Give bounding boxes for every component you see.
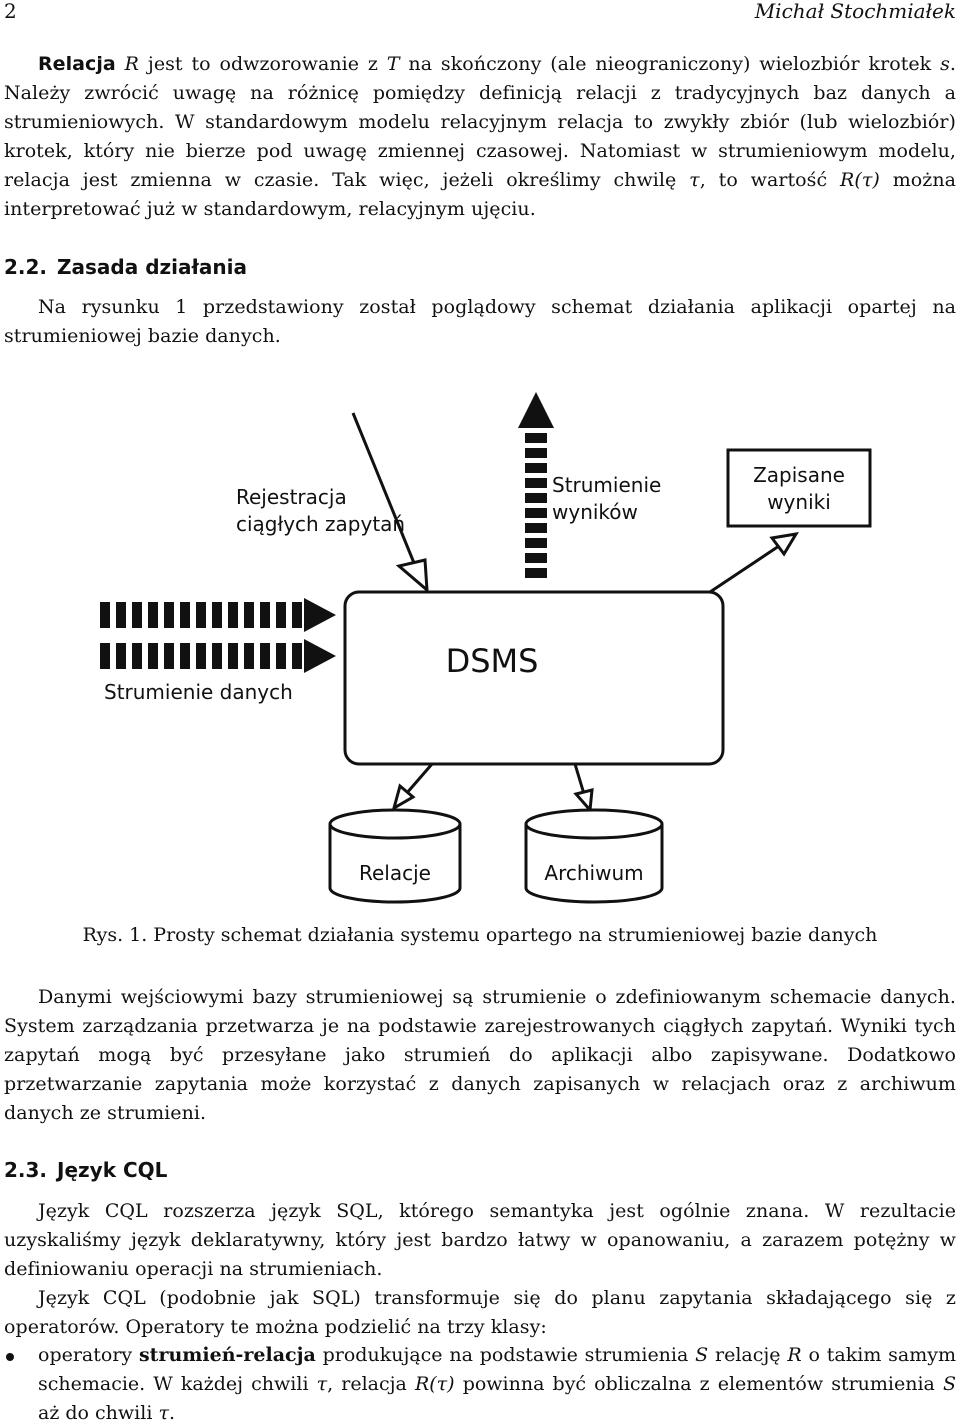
registration-label-line1: Rejestracja (236, 485, 347, 509)
paragraph-text: Język CQL rozszerza język SQL, którego s… (4, 1200, 956, 1280)
math-tau: τ (316, 1373, 328, 1395)
text-run: . Należy zwrócić uwagę na różnicę pomięd… (4, 53, 956, 191)
section-number: 2.2. (4, 255, 48, 279)
registration-label-line2: ciągłych zapytań (236, 512, 405, 536)
text-run: . (168, 1402, 175, 1424)
figure-caption: Rys. 1. Prosty schemat działania systemu… (82, 924, 878, 946)
term-relacja: Relacja (38, 53, 116, 75)
math-r-tau: R(τ) (840, 169, 880, 191)
page-header: 2 Michał Stochmiałek (4, 0, 956, 22)
math-t: T (386, 53, 400, 75)
running-author: Michał Stochmiałek (754, 0, 956, 23)
math-s: S (942, 1373, 956, 1395)
result-stream-label-line1: Strumienie (552, 473, 661, 497)
archive-db-label: Archiwum (544, 861, 643, 885)
dsms-label: DSMS (446, 642, 539, 680)
saved-results-line1: Zapisane (753, 463, 845, 487)
saved-results-box (726, 448, 872, 528)
registration-arrow-icon (395, 558, 429, 594)
paragraph-text: Danymi wejściowymi bazy strumieniowej są… (4, 986, 956, 1124)
data-streams-label: Strumienie danych (104, 680, 293, 704)
result-stream-arrow-icon (518, 392, 554, 578)
section-title: Zasada działania (57, 255, 248, 279)
list-item: operatory strumień-relacja produkujące n… (4, 1341, 956, 1428)
text-run: można interpretować już w standardowym, … (4, 169, 956, 220)
relations-db-icon (328, 808, 462, 904)
page-number: 2 (4, 0, 17, 23)
paragraph-figure-intro: Na rysunku 1 przedstawiony został pogląd… (4, 293, 956, 351)
paragraph-input-data: Danymi wejściowymi bazy strumieniowej są… (4, 983, 956, 1128)
math-tau: τ (158, 1402, 169, 1424)
text-run: powinna być obliczalna z elementów strum… (454, 1373, 943, 1395)
text-run: operatory (38, 1344, 139, 1366)
dsms-box (343, 590, 725, 766)
bullet-icon (6, 1353, 14, 1361)
dsms-diagram: DSMS Rejestracja ciągłych zapytań Strumi… (100, 392, 872, 904)
text-run: aż do chwili (38, 1402, 159, 1424)
text-run: na skończony (ale nieograniczony) wieloz… (399, 53, 941, 75)
math-r-tau: R(τ) (414, 1373, 455, 1395)
math-s: S (695, 1344, 709, 1366)
to-saved-results-arrow-icon (769, 531, 799, 557)
archive-db-icon (524, 808, 664, 904)
math-s: s (940, 53, 950, 75)
result-stream-label-line2: wyników (552, 500, 638, 524)
saved-results-line2: wyniki (767, 490, 831, 514)
to-relations-arrow-icon (391, 783, 416, 812)
paragraph-relation-definition: Relacja R jest to odwzorowanie z T na sk… (4, 50, 956, 224)
math-r: R (787, 1344, 802, 1366)
to-archive-arrow-icon (573, 788, 594, 814)
section-heading-2-3: 2.3. Język CQL (4, 1158, 167, 1182)
text-run: o takim samym schemacie. W każdej chwili (38, 1344, 957, 1395)
paragraph-text: Język CQL (podobnie jak SQL) transformuj… (4, 1287, 956, 1338)
relations-db-label: Relacje (359, 861, 431, 885)
data-stream-arrow-icon-1 (100, 598, 336, 632)
text-run: jest to odwzorowanie z (139, 53, 387, 75)
math-r: R (124, 53, 140, 75)
text-run: , to wartość (699, 169, 841, 191)
text-run: , relacja (327, 1373, 415, 1395)
section-heading-2-2: 2.2. Zasada działania (4, 255, 247, 279)
section-number: 2.3. (4, 1158, 48, 1182)
text-run: relację (708, 1344, 788, 1366)
data-stream-arrow-icon-2 (100, 639, 336, 673)
term-stream-relation: strumień-relacja (138, 1344, 316, 1366)
text-run: produkujące na podstawie strumienia (315, 1344, 696, 1366)
section-title: Język CQL (57, 1158, 168, 1182)
paragraph-cql-intro: Język CQL rozszerza język SQL, którego s… (4, 1197, 956, 1342)
math-tau: τ (689, 169, 700, 191)
paragraph-text: Na rysunku 1 przedstawiony został pogląd… (4, 296, 956, 347)
